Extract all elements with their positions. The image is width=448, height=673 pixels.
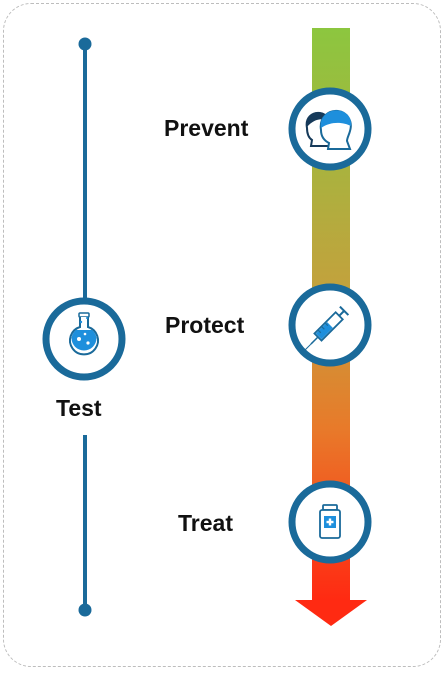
stage-label-treat: Treat bbox=[178, 510, 233, 536]
arrow-head bbox=[295, 600, 367, 626]
stage-label-prevent: Prevent bbox=[164, 115, 249, 141]
test-label: Test bbox=[56, 395, 102, 421]
timeline-dot-top bbox=[78, 37, 92, 51]
flask-icon bbox=[42, 297, 126, 381]
timeline-dot-bottom bbox=[78, 603, 92, 617]
dashed-frame bbox=[3, 3, 441, 667]
two-heads-icon bbox=[288, 87, 372, 171]
syringe-icon bbox=[288, 283, 372, 367]
medicine-bottle-icon bbox=[288, 480, 372, 564]
stage-label-protect: Protect bbox=[165, 312, 245, 338]
test-timeline bbox=[78, 37, 92, 617]
